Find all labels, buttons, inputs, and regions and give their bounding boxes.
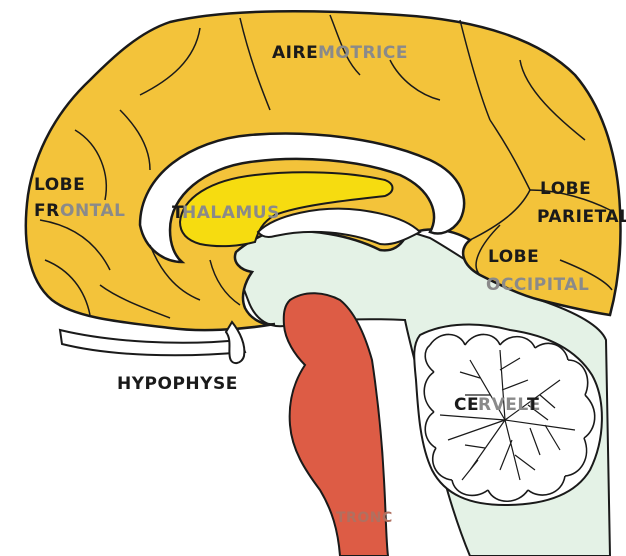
label-cervelet-c: T	[527, 395, 539, 415]
label-lobe-parietal-1: LOBE	[540, 179, 591, 199]
lower-white-ribbon	[60, 330, 245, 355]
label-thalamus-b: HALAMUS	[182, 203, 280, 223]
label-motrice: MOTRICE	[318, 43, 408, 63]
label-tronc: TRONC	[336, 510, 393, 526]
label-lobe-frontal-2a: FR	[34, 201, 60, 221]
label-lobe-frontal-1: LOBE	[34, 175, 85, 195]
label-lobe-occipital-1: LOBE	[488, 247, 539, 267]
label-lobe-frontal-2b: ONTAL	[60, 201, 125, 221]
label-cervelet-a: CE	[454, 395, 479, 415]
label-lobe-occipital-2: OCCIPITAL	[486, 275, 589, 295]
label-hypophyse: HYPOPHYSE	[117, 374, 238, 394]
label-aire: AIRE	[272, 43, 318, 63]
label-lobe-parietal-2: PARIETAL	[537, 207, 626, 227]
